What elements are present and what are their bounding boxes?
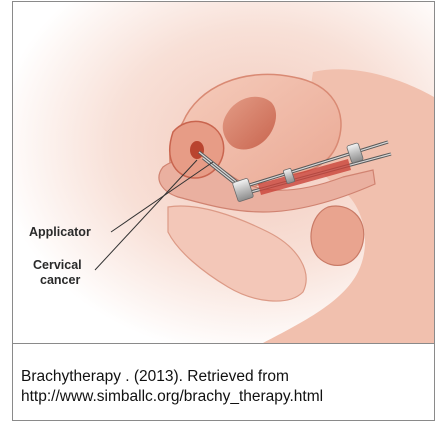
cervical-cancer-label-line1: Cervical xyxy=(33,258,82,272)
figure-frame: Applicator Cervical cancer xyxy=(12,1,435,344)
caption-box: Brachytherapy . (2013). Retrieved from h… xyxy=(12,344,435,421)
caption-url: http://www.simballc.org/brachy_therapy.h… xyxy=(21,387,426,407)
caption-line-1: Brachytherapy . (2013). Retrieved from xyxy=(21,367,426,387)
applicator-label: Applicator xyxy=(29,225,91,239)
cervical-cancer-label-line2: cancer xyxy=(40,273,80,287)
rectum xyxy=(311,206,364,265)
caption: Brachytherapy . (2013). Retrieved from h… xyxy=(21,367,426,407)
brachytherapy-illustration: Applicator Cervical cancer xyxy=(13,2,434,343)
